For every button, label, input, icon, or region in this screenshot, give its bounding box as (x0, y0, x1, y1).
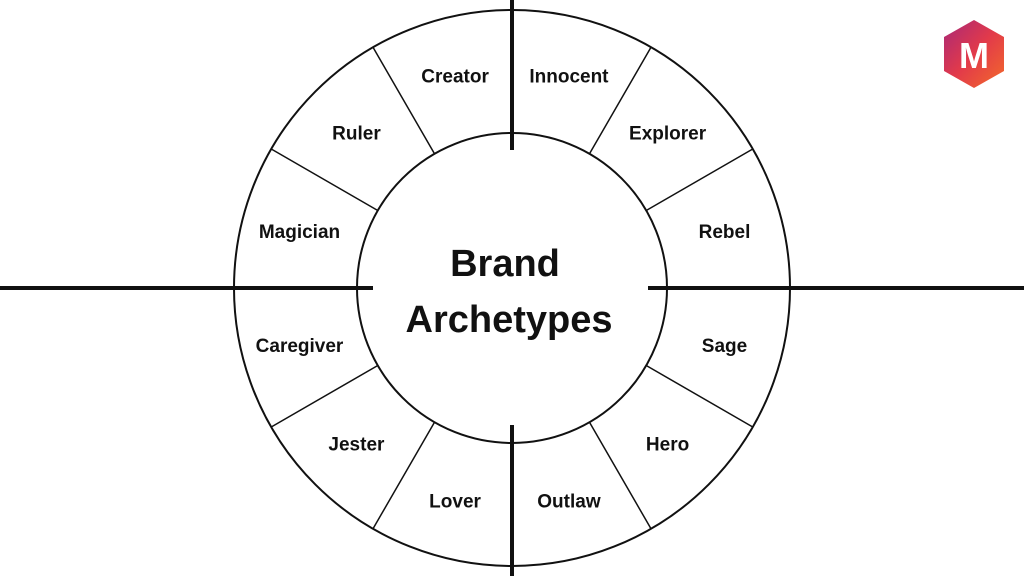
segment-label-jester: Jester (328, 435, 385, 456)
segment-divider (270, 364, 379, 428)
inner-circle (356, 132, 668, 444)
segment-label-explorer: Explorer (629, 123, 707, 144)
segment-divider (372, 46, 436, 155)
segment-divider (645, 148, 754, 212)
segment-label-ruler: Ruler (332, 123, 381, 144)
segment-label-caregiver: Caregiver (256, 336, 344, 357)
title-line-1: Brand (450, 243, 560, 285)
segment-label-outlaw: Outlaw (537, 492, 601, 513)
segment-divider (588, 46, 652, 155)
segment-divider (645, 364, 754, 428)
segment-divider (270, 148, 379, 212)
segment-label-rebel: Rebel (699, 222, 751, 243)
title-line-2: Archetypes (406, 299, 613, 341)
segment-divider (372, 421, 436, 530)
segment-label-creator: Creator (421, 66, 489, 87)
segment-label-hero: Hero (646, 435, 689, 456)
hexagon-logo-icon: M (944, 20, 1004, 88)
segment-label-innocent: Innocent (529, 66, 609, 87)
segment-label-sage: Sage (702, 336, 747, 357)
logo-letter: M (959, 35, 989, 76)
segment-label-magician: Magician (259, 222, 340, 243)
segment-divider (588, 421, 652, 530)
segment-label-lover: Lover (429, 492, 481, 513)
